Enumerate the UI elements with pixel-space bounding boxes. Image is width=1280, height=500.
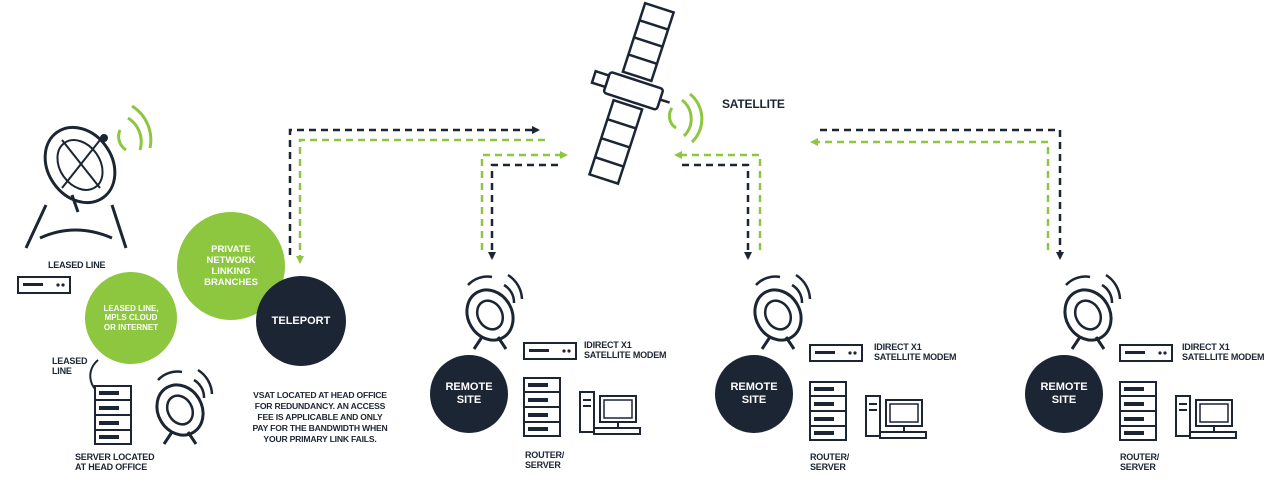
remote-site-circle: REMOTE SITE [1025, 355, 1103, 433]
leased-line-mpls-label: LEASED LINE, MPLS CLOUD OR INTERNET [103, 303, 159, 332]
leased-line-mpls-bubble: LEASED LINE, MPLS CLOUD OR INTERNET [85, 272, 177, 364]
link-remote-3 [810, 128, 1064, 260]
modem-icon [1119, 344, 1173, 362]
desktop-computer-icon [865, 395, 927, 439]
server-rack-icon [523, 377, 561, 437]
remote-site-label: REMOTE SITE [1040, 381, 1088, 406]
private-network-label: PRIVATE NETWORK LINKING BRANCHES [204, 244, 258, 288]
remote-site-label: REMOTE SITE [445, 381, 493, 406]
modem-label: IDIRECT X1 SATELLITE MODEM [584, 340, 667, 360]
desktop-computer-icon [579, 391, 641, 435]
vsat-note: VSAT LOCATED AT HEAD OFFICE FOR REDUNDAN… [252, 390, 388, 444]
satellite-label: SATELLITE [722, 97, 785, 111]
remote-site-circle: REMOTE SITE [430, 355, 508, 433]
server-head-office-label: SERVER LOCATED AT HEAD OFFICE [75, 452, 155, 472]
leased-line-label: LEASED LINE [48, 260, 106, 270]
server-rack-icon [94, 385, 132, 445]
teleport-label: TELEPORT [271, 315, 331, 327]
satellite-dish-icon [24, 104, 153, 249]
remote-site-circle: REMOTE SITE [715, 355, 793, 433]
modem-icon [809, 344, 863, 362]
server-rack-icon [809, 381, 847, 441]
modem-label: IDIRECT X1 SATELLITE MODEM [874, 342, 957, 362]
router-server-label: ROUTER/ SERVER [525, 450, 565, 470]
small-dish-icon [1054, 273, 1122, 351]
modem-icon [523, 342, 577, 360]
router-server-label: ROUTER/ SERVER [810, 452, 850, 472]
satellite-icon [587, 1, 676, 186]
link-remote-1 [480, 151, 568, 260]
remote-site-label: REMOTE SITE [730, 381, 778, 406]
teleport-bubble: TELEPORT [256, 276, 346, 366]
small-dish-icon [146, 368, 214, 446]
modem-icon [17, 276, 71, 294]
desktop-computer-icon [1175, 395, 1237, 439]
satellite-signal-icon [667, 92, 704, 144]
link-remote-2 [674, 151, 762, 260]
router-server-label: ROUTER/ SERVER [1120, 452, 1160, 472]
server-rack-icon [1119, 381, 1157, 441]
small-dish-icon [744, 273, 812, 351]
leased-line-side-label: LEASED LINE [52, 356, 88, 376]
small-dish-icon [456, 273, 524, 351]
modem-label: IDIRECT X1 SATELLITE MODEM [1182, 342, 1265, 362]
link-teleport [288, 126, 545, 264]
